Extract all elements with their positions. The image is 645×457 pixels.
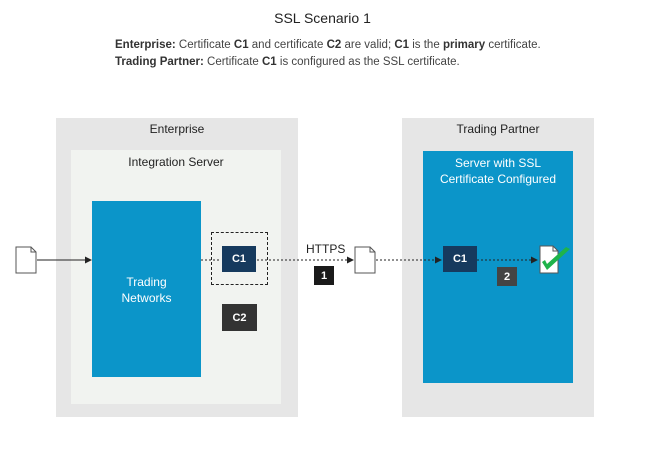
desc-text: Certificate xyxy=(175,39,234,51)
cert-c1-enterprise: C1 xyxy=(222,246,256,272)
transfer-document-icon xyxy=(354,246,376,274)
trading-networks-line2: Networks xyxy=(121,291,172,305)
desc-text: Certificate xyxy=(203,56,262,68)
desc-cert-c1: C1 xyxy=(394,39,410,51)
step-1-badge: 1 xyxy=(314,266,334,285)
enterprise-desc-label: Enterprise: xyxy=(115,39,176,51)
step-2-badge: 2 xyxy=(497,267,517,286)
desc-cert-c2: C2 xyxy=(326,39,342,51)
trading-partner-title: Trading Partner xyxy=(456,122,540,136)
ssl-server-line1: Server with SSL xyxy=(454,156,542,170)
https-label: HTTPS xyxy=(306,242,346,256)
description-enterprise: Enterprise: Certificate C1 and certifica… xyxy=(115,39,541,51)
cert-c2-enterprise: C2 xyxy=(222,304,257,331)
desc-cert-c1: C1 xyxy=(233,39,249,51)
description-trading-partner: Trading Partner: Certificate C1 is confi… xyxy=(115,56,460,68)
diagram-title: SSL Scenario 1 xyxy=(274,10,371,26)
desc-primary: primary xyxy=(442,39,486,51)
verified-document-icon xyxy=(539,245,559,274)
ssl-server-line2: Certificate Configured xyxy=(439,172,557,186)
checkmark-icon xyxy=(542,247,570,270)
trading-networks-label: Trading Networks xyxy=(92,274,201,306)
primary-cert-highlight xyxy=(211,232,268,285)
desc-text: and certificate xyxy=(248,39,327,51)
trading-networks-line1: Trading xyxy=(126,275,167,289)
ssl-server-label: Server with SSL Certificate Configured xyxy=(423,155,573,187)
trading-networks-box xyxy=(92,201,201,377)
incoming-document-icon xyxy=(15,246,37,274)
cert-c1-partner: C1 xyxy=(443,246,477,272)
enterprise-title: Enterprise xyxy=(149,122,205,136)
desc-text: is the xyxy=(409,39,443,51)
integration-server-title: Integration Server xyxy=(128,155,224,169)
desc-cert-c1: C1 xyxy=(262,56,277,68)
partner-desc-label: Trading Partner: xyxy=(115,56,204,68)
desc-text: is configured as the SSL certificate. xyxy=(276,56,460,68)
desc-text: certificate. xyxy=(485,39,541,51)
desc-text: are valid; xyxy=(341,39,395,51)
